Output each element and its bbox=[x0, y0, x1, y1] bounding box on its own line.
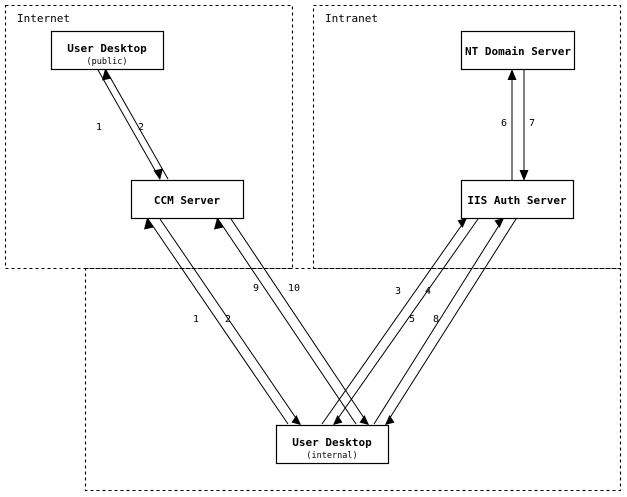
flow-arrowhead-4 bbox=[333, 415, 343, 425]
step-label-5: 5 bbox=[409, 314, 415, 325]
flow-line-2-public bbox=[105, 69, 169, 180]
flow-arrowhead-5 bbox=[494, 218, 504, 228]
node-iis-auth-server-title: IIS Auth Server bbox=[467, 194, 567, 207]
step-label-2-public: 2 bbox=[138, 122, 144, 133]
flow-arrowhead-1-public bbox=[153, 168, 163, 180]
zone-internal-boundary bbox=[84, 267, 622, 492]
zone-internet-boundary bbox=[4, 4, 294, 270]
node-ccm-server-box[interactable] bbox=[130, 179, 245, 220]
node-iis-auth-server[interactable]: IIS Auth Server bbox=[460, 179, 575, 220]
flow-arrowhead-6 bbox=[507, 69, 517, 80]
step-label-10: 10 bbox=[288, 283, 300, 294]
flow-line-2-internal bbox=[159, 218, 301, 425]
step-label-2-internal: 2 bbox=[225, 314, 231, 325]
flow-line-9 bbox=[217, 218, 357, 425]
node-user-desktop-internal[interactable]: User Desktop (internal) bbox=[275, 424, 390, 465]
step-label-6: 6 bbox=[501, 118, 507, 129]
flow-arrowhead-1-internal bbox=[144, 218, 154, 230]
node-nt-domain-server-box[interactable] bbox=[460, 30, 576, 71]
flow-arrowhead-10 bbox=[359, 415, 369, 425]
flow-line-5 bbox=[373, 218, 504, 425]
node-user-desktop-public-subtitle: (public) bbox=[87, 57, 128, 67]
node-user-desktop-public[interactable]: User Desktop (public) bbox=[50, 30, 165, 71]
node-nt-domain-server-title: NT Domain Server bbox=[465, 45, 571, 58]
flow-arrowhead-8 bbox=[385, 415, 395, 425]
step-label-7: 7 bbox=[529, 118, 535, 129]
node-iis-auth-server-box[interactable] bbox=[460, 179, 575, 220]
flow-line-10 bbox=[230, 218, 369, 425]
flow-line-1-public bbox=[97, 69, 161, 180]
step-label-1-public: 1 bbox=[96, 122, 102, 133]
step-label-9: 9 bbox=[253, 283, 259, 294]
flow-line-3 bbox=[321, 218, 467, 425]
step-label-3: 3 bbox=[395, 286, 401, 297]
flow-line-1-internal bbox=[147, 218, 289, 425]
zone-label-intranet: Intranet bbox=[325, 12, 378, 25]
node-user-desktop-public-box[interactable] bbox=[50, 30, 165, 71]
flow-arrowhead-7 bbox=[519, 170, 529, 181]
step-label-4: 4 bbox=[425, 286, 431, 297]
flow-arrowhead-2-public bbox=[102, 69, 112, 81]
node-ccm-server[interactable]: CCM Server bbox=[130, 179, 245, 220]
node-user-desktop-internal-box[interactable] bbox=[275, 424, 390, 465]
node-nt-domain-server[interactable]: NT Domain Server bbox=[460, 30, 576, 71]
flow-arrowhead-3 bbox=[457, 218, 467, 228]
flow-arrowhead-9 bbox=[214, 218, 224, 230]
zone-label-internet: Internet bbox=[17, 12, 70, 25]
flow-line-4 bbox=[333, 218, 479, 425]
step-label-1-internal: 1 bbox=[193, 314, 199, 325]
node-user-desktop-internal-subtitle: (internal) bbox=[306, 451, 357, 461]
step-label-8: 8 bbox=[433, 314, 439, 325]
node-user-desktop-public-title: User Desktop bbox=[67, 42, 147, 55]
node-user-desktop-internal-title: User Desktop bbox=[292, 436, 372, 449]
node-ccm-server-title: CCM Server bbox=[154, 194, 221, 207]
flow-arrowhead-2-internal bbox=[291, 415, 301, 425]
flow-line-8 bbox=[385, 218, 517, 425]
